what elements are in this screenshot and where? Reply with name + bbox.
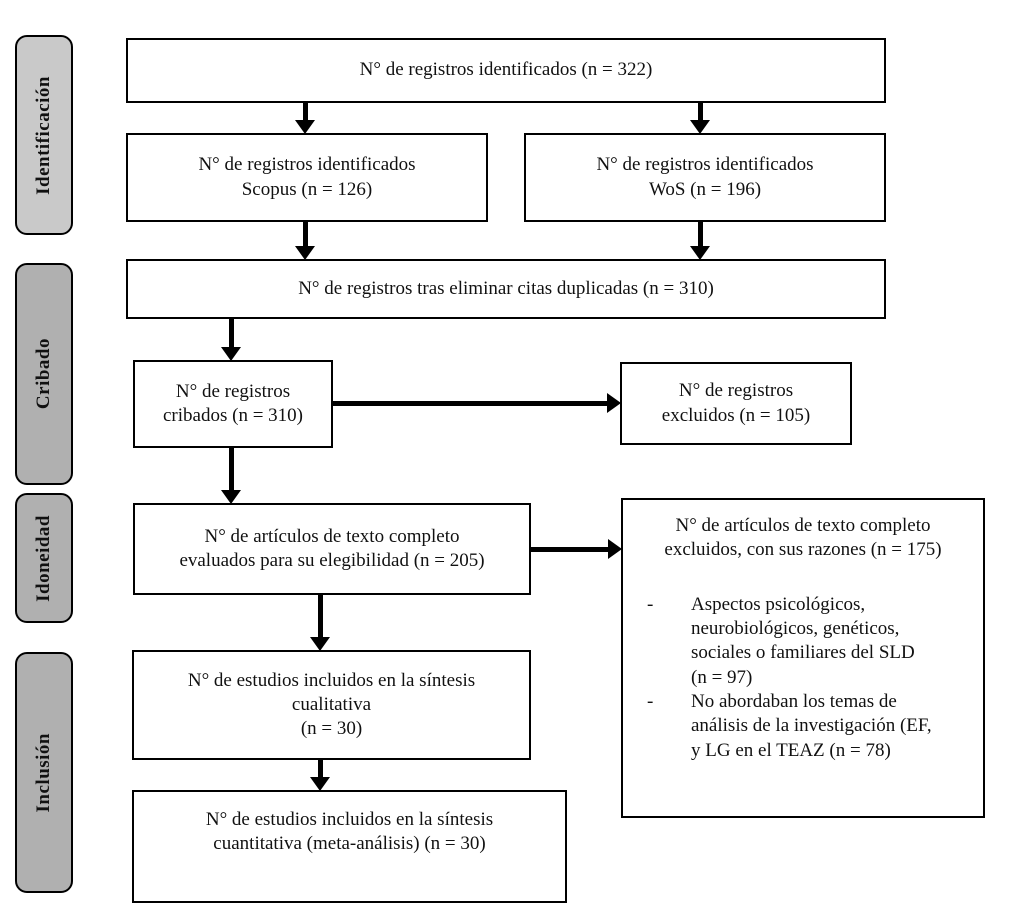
box-quantitative-synthesis-text: N° de estudios incluidos en la síntesis … — [205, 809, 494, 855]
stage-tab-idoneidad: Idoneidad — [15, 493, 73, 623]
stage-label-idoneidad: Idoneidad — [33, 514, 54, 602]
arrow-fulltext-to-excluded-reasons — [531, 539, 622, 559]
stage-label-cribado: Cribado — [33, 338, 54, 410]
stage-tab-identificacion: Identificación — [15, 35, 73, 235]
exclusion-reason-item: - Aspectos psicológicos, neurobiológicos… — [633, 593, 973, 690]
box-records-excluded-text: N° de registros excluidos (n = 105) — [661, 380, 811, 426]
box-records-identified-scopus: N° de registros identificados Scopus (n … — [126, 133, 488, 222]
box-records-identified-wos-text: N° de registros identificados WoS (n = 1… — [596, 154, 814, 200]
arrow-total-to-scopus — [295, 103, 315, 134]
box-qualitative-synthesis: N° de estudios incluidos en la síntesis … — [132, 650, 531, 760]
arrow-wos-to-deduplicated — [690, 222, 710, 260]
stage-label-identificacion: Identificación — [33, 75, 54, 195]
arrow-screened-to-fulltext — [221, 448, 241, 504]
box-records-screened: N° de registros cribados (n = 310) — [133, 360, 333, 448]
box-records-screened-text: N° de registros cribados (n = 310) — [163, 380, 303, 426]
stage-label-inclusion: Inclusión — [33, 732, 54, 813]
box-quantitative-synthesis: N° de estudios incluidos en la síntesis … — [132, 790, 567, 903]
arrow-scopus-to-deduplicated — [295, 222, 315, 260]
exclusion-reason-item: - No abordaban los temas de análisis de … — [633, 690, 973, 763]
box-records-after-duplicates-text: N° de registros tras eliminar citas dupl… — [298, 277, 714, 299]
exclusion-reason-text: Aspectos psicológicos, neurobiológicos, … — [691, 593, 915, 688]
arrow-fulltext-to-qualitative — [310, 595, 330, 651]
box-qualitative-synthesis-text: N° de estudios incluidos en la síntesis … — [187, 669, 476, 740]
box-fulltext-assessed-text: N° de artículos de texto completo evalua… — [179, 525, 485, 571]
arrow-total-to-wos — [690, 103, 710, 134]
arrow-screened-to-excluded — [333, 393, 621, 413]
stage-tab-cribado: Cribado — [15, 263, 73, 485]
stage-tab-inclusion: Inclusión — [15, 652, 73, 893]
bullet-dash: - — [647, 690, 654, 712]
arrow-qualitative-to-quantitative — [310, 760, 330, 791]
box-records-after-duplicates: N° de registros tras eliminar citas dupl… — [126, 259, 886, 319]
exclusion-reason-text: No abordaban los temas de análisis de la… — [691, 690, 932, 761]
box-records-identified-total: N° de registros identificados (n = 322) — [126, 38, 886, 103]
box-fulltext-excluded: N° de artículos de texto completo exclui… — [621, 498, 985, 818]
exclusion-reason-list: - Aspectos psicológicos, neurobiológicos… — [633, 593, 973, 763]
box-records-identified-scopus-text: N° de registros identificados Scopus (n … — [198, 154, 416, 200]
arrow-deduplicated-to-screened — [221, 319, 241, 361]
bullet-dash: - — [647, 593, 654, 615]
box-fulltext-excluded-title: N° de artículos de texto completo exclui… — [664, 515, 942, 561]
box-records-excluded: N° de registros excluidos (n = 105) — [620, 362, 852, 445]
box-fulltext-assessed: N° de artículos de texto completo evalua… — [133, 503, 531, 595]
box-records-identified-wos: N° de registros identificados WoS (n = 1… — [524, 133, 886, 222]
box-records-identified-total-text: N° de registros identificados (n = 322) — [359, 59, 653, 81]
